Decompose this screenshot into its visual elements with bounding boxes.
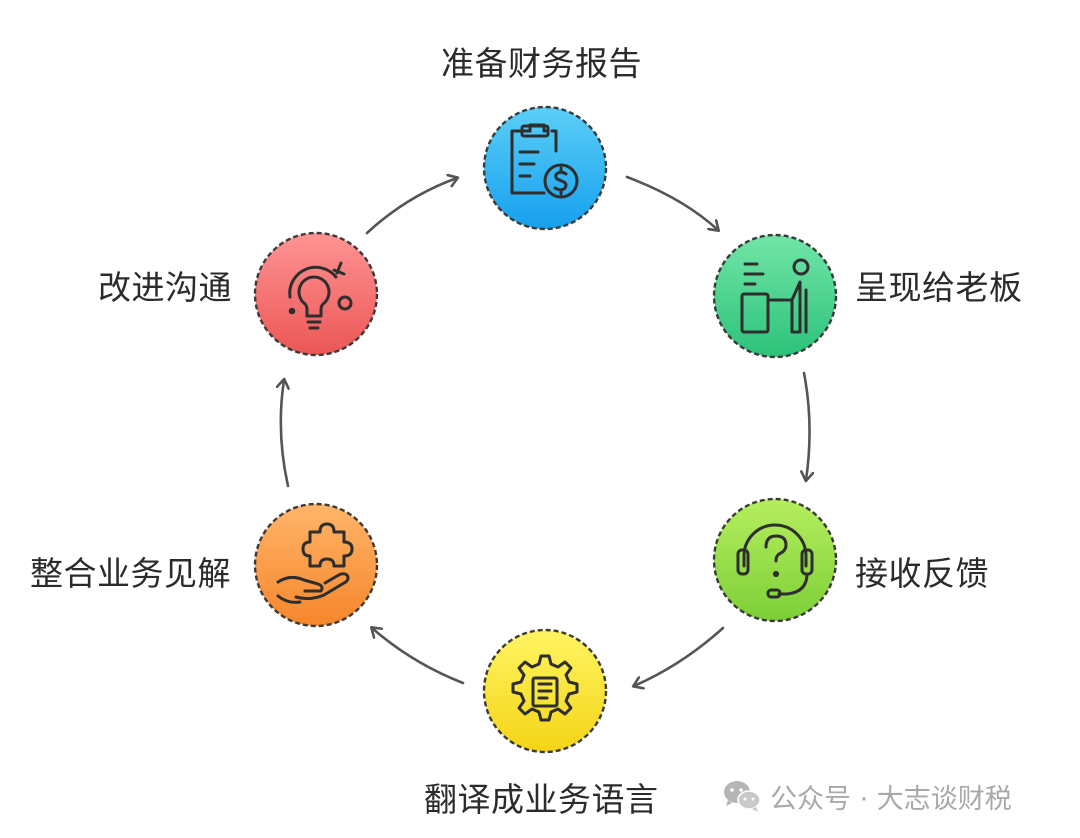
label-prepare: 准备财务报告 [441, 44, 642, 83]
watermark: 公众号 · 大志谈财税 [722, 776, 1012, 816]
step-translate [482, 628, 608, 754]
label-improve: 改进沟通 [98, 268, 232, 307]
presenter-podium-icon [740, 258, 810, 334]
headset-question-icon [736, 523, 814, 599]
step-improve [253, 231, 379, 357]
gear-document-icon [511, 654, 579, 722]
step-present [712, 233, 838, 359]
clipboard-dollar-icon [510, 123, 579, 199]
hand-puzzle-icon [276, 522, 354, 604]
arrow-prepare-to-present [625, 175, 718, 230]
arrow-present-to-feedback [804, 371, 810, 480]
label-integrate: 整合业务见解 [30, 554, 231, 593]
step-prepare [482, 105, 608, 231]
watermark-text: 公众号 · 大志谈财税 [770, 783, 1012, 815]
lightbulb-target-icon [288, 261, 353, 330]
label-translate: 翻译成业务语言 [424, 780, 659, 819]
arrow-translate-to-integrate [372, 628, 465, 685]
step-feedback [712, 497, 838, 623]
wechat-icon [724, 781, 761, 812]
arrow-integrate-to-improve [281, 380, 288, 488]
label-feedback: 接收反馈 [855, 554, 989, 593]
arrow-improve-to-prepare [365, 178, 457, 235]
arrow-feedback-to-translate [634, 626, 725, 686]
step-integrate [253, 502, 379, 628]
label-present: 呈现给老板 [855, 268, 1023, 307]
